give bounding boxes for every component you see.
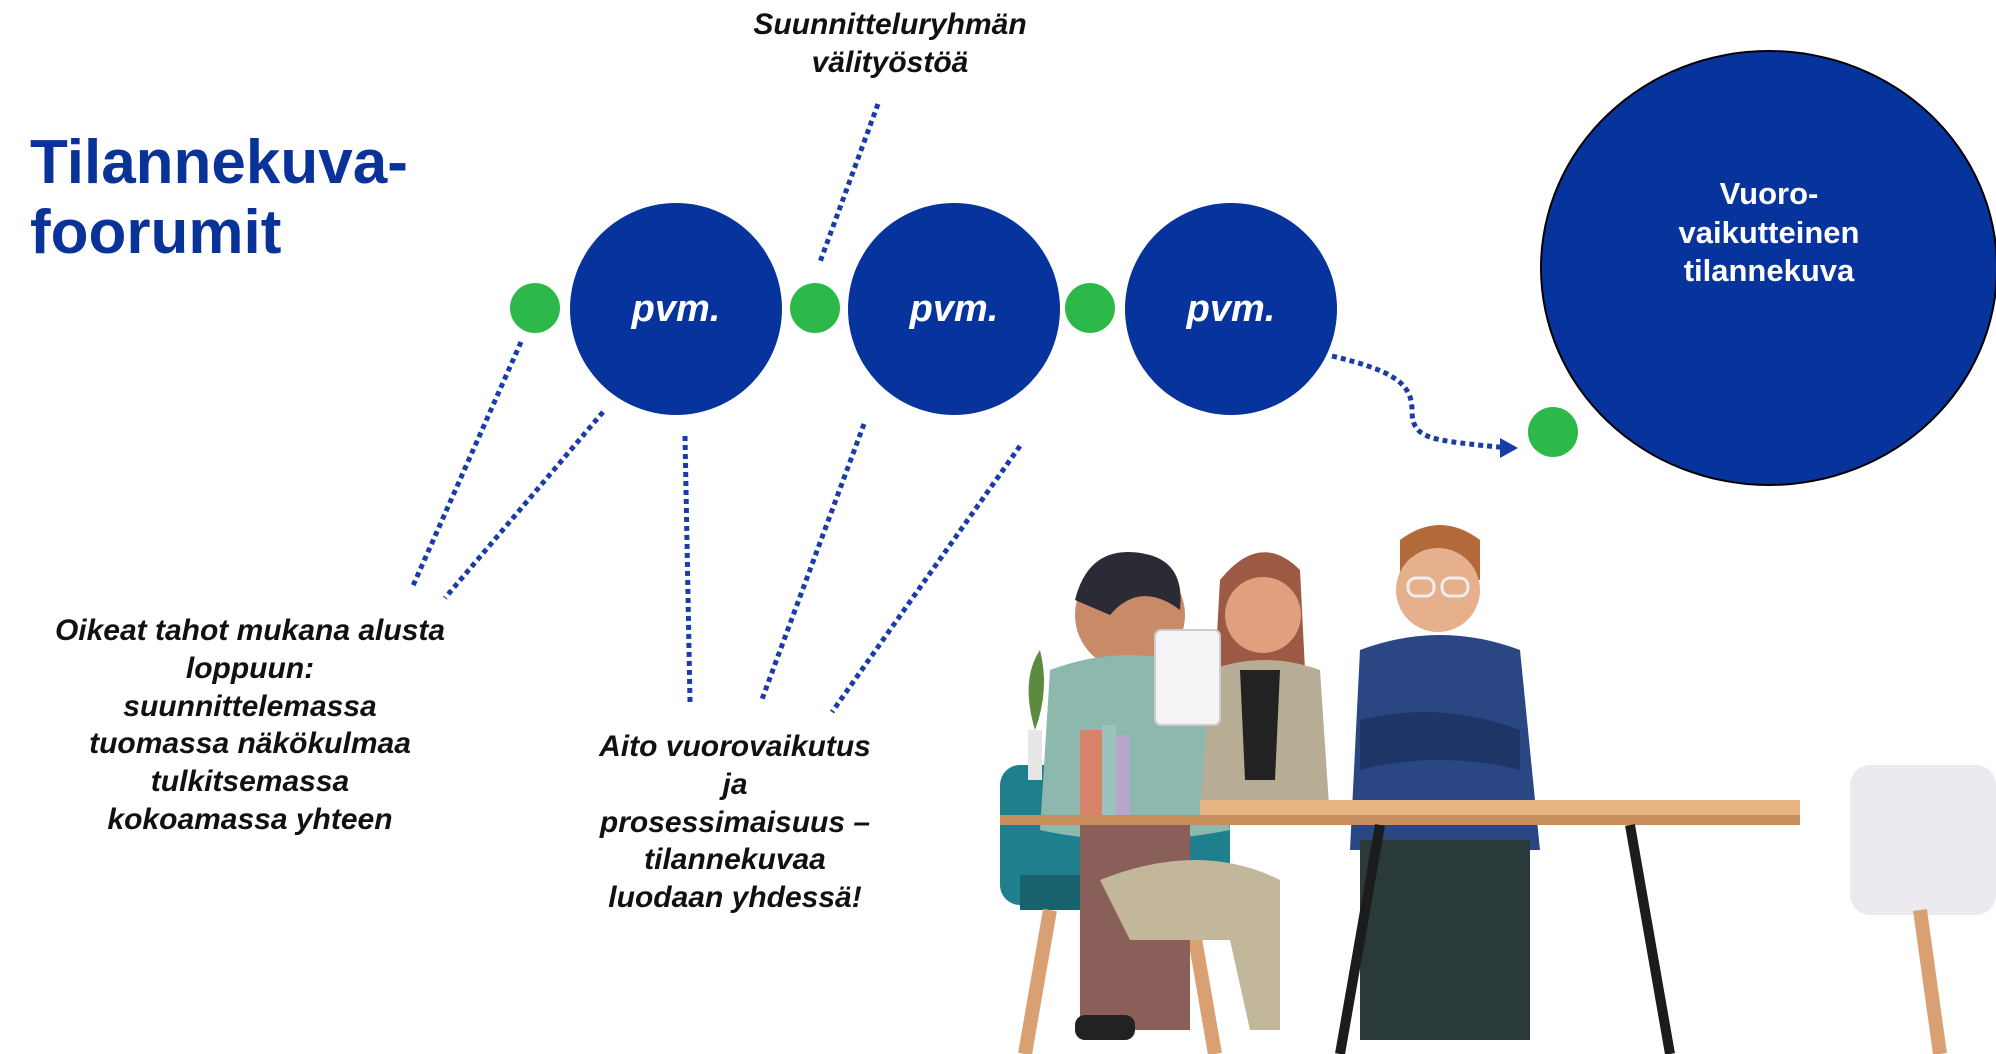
- date-circle-1: pvm.: [570, 203, 782, 415]
- date-circle-2: pvm.: [848, 203, 1060, 415]
- arrow-path: [1331, 353, 1509, 451]
- meeting-illustration: [1000, 525, 1996, 1054]
- connector-middle-2: [758, 423, 867, 703]
- connector-middle-1: [682, 435, 693, 703]
- person-right: [1350, 525, 1540, 1040]
- left-note: Oikeat tahot mukana alusta loppuun: suun…: [54, 614, 446, 836]
- person-middle: [1100, 552, 1330, 1030]
- date-label-3: pvm.: [1186, 287, 1276, 330]
- date-label-2: pvm.: [909, 287, 999, 330]
- middle-note: Aito vuorovaikutus ja prosessimaisuus – …: [599, 730, 871, 915]
- arrow-head: [1500, 438, 1518, 458]
- connector-left-1: [409, 340, 524, 590]
- date-circle-3: pvm.: [1125, 203, 1337, 415]
- dot-1: [510, 283, 560, 333]
- date-label-1: pvm.: [631, 287, 721, 330]
- books: [1080, 725, 1130, 820]
- dot-2: [790, 283, 840, 333]
- connector-top: [817, 103, 881, 263]
- top-note: Suunnitteluryhmän välityöstöä: [753, 8, 1027, 79]
- right-chair: [1850, 765, 1996, 1054]
- plant: [1028, 650, 1044, 780]
- connector-left-2: [443, 410, 605, 600]
- result-label: Vuoro- vaikutteinen tilannekuva: [1678, 175, 1860, 289]
- dot-4: [1528, 407, 1578, 457]
- dot-3: [1065, 283, 1115, 333]
- result-circle: Vuoro- vaikutteinen tilannekuva: [1540, 50, 1996, 486]
- connector-middle-3: [829, 444, 1023, 714]
- page-title: Tilannekuva- foorumit: [30, 128, 408, 268]
- table: [1000, 800, 1800, 1054]
